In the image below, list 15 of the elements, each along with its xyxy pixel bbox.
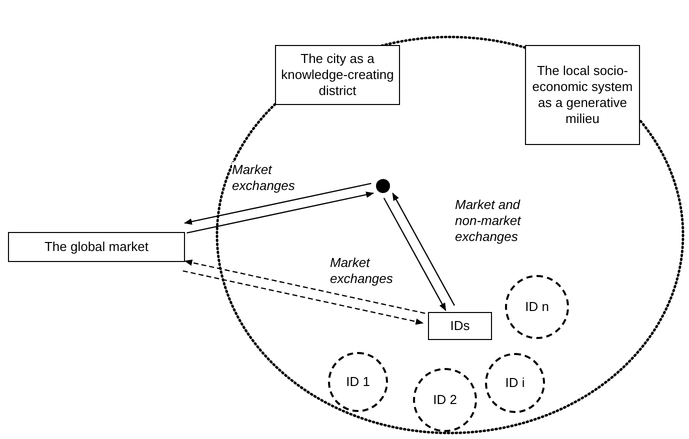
dashed-circle: ID i [485,353,545,413]
text-box: The local socio-economic system as a generative milieu [525,45,640,145]
arrow [182,270,424,325]
text-box: IDs [428,312,492,340]
arrow [184,260,426,314]
arrow [392,192,456,306]
arrow [383,198,446,312]
dashed-circle: ID n [505,275,569,339]
arrow [184,182,372,225]
arrow [186,192,374,234]
dashed-circle: ID 2 [413,368,477,432]
dashed-circle: ID 1 [328,352,388,412]
text-box: The global market [8,232,185,262]
text-box: The city as a knowledge-creating district [275,45,400,105]
dot-node [376,179,390,193]
